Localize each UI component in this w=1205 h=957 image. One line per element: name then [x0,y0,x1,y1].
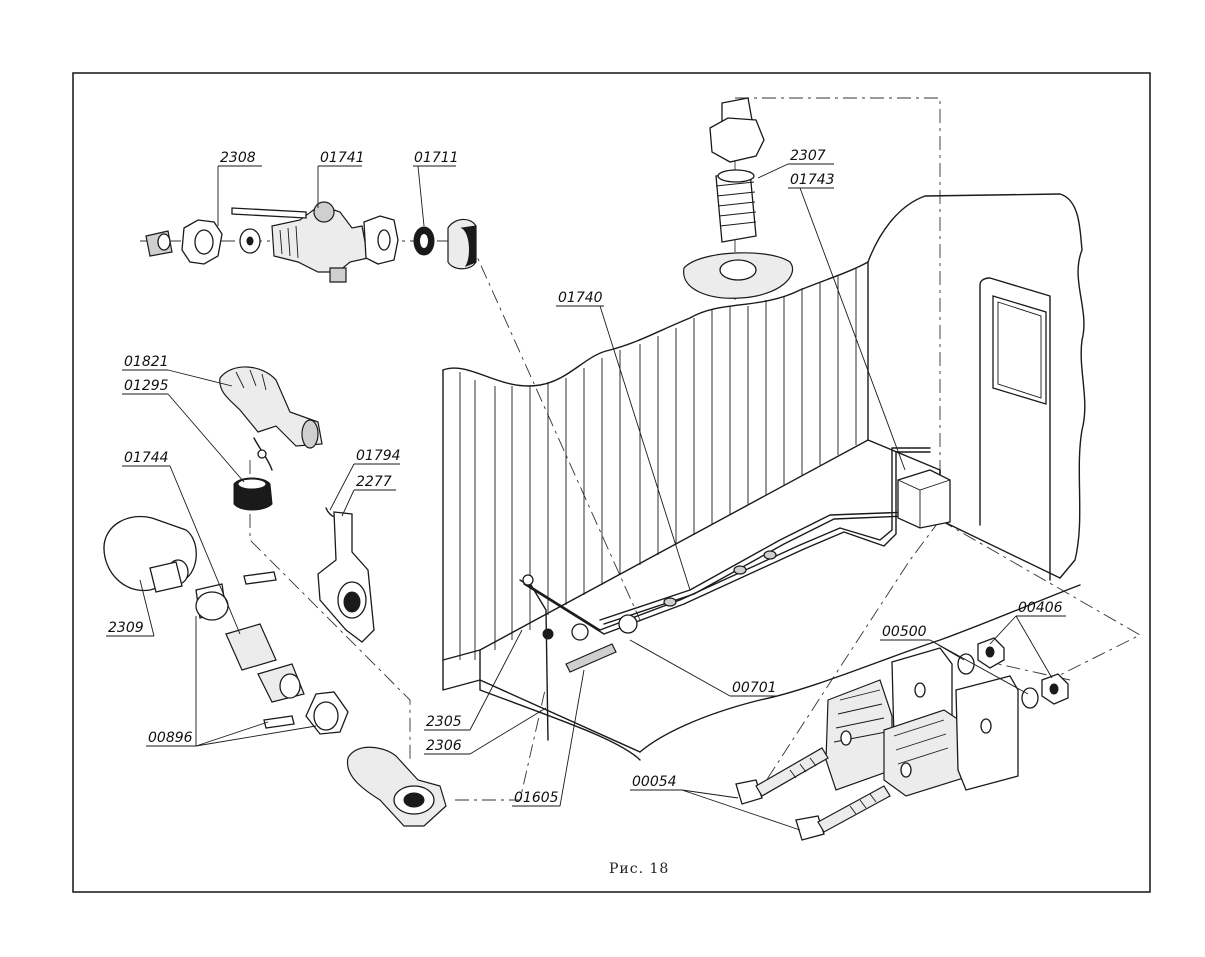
bracket-2277 [317,507,375,643]
cap-01295 [233,477,273,511]
reservoir-2309 [103,515,197,593]
label-00896: 00896 [148,730,193,746]
hose-elbow-lower [346,746,447,827]
clamps-and-sleeves [195,571,349,735]
cab-interior [442,193,1086,761]
label-01744: 01744 [124,450,169,466]
label-2277: 2277 [356,474,392,490]
leader-lines [106,163,1066,831]
label-00701: 00701 [732,680,777,696]
part-labels: 2308 01741 01711 2307 01743 01740 01821 … [108,148,1063,806]
label-2309: 2309 [108,620,144,636]
label-00500: 00500 [882,624,927,640]
label-01711: 01711 [414,150,459,166]
label-01741: 01741 [320,150,365,166]
label-00054: 00054 [632,774,677,790]
filler-fitting-assembly [683,97,794,299]
label-01743: 01743 [790,172,835,188]
label-2306: 2306 [426,738,462,754]
label-2307: 2307 [790,148,826,164]
drawing-frame [72,72,1151,893]
label-01821: 01821 [124,354,169,370]
label-2308: 2308 [220,150,256,166]
label-01295: 01295 [124,378,169,394]
hose-elbow-01821 [219,366,323,471]
bolts-00054 [735,747,891,841]
label-01605: 01605 [514,790,559,806]
label-00406: 00406 [1018,600,1063,616]
clamp-blocks [825,647,1019,797]
label-2305: 2305 [426,714,462,730]
figure-caption: Рис. 18 [609,861,669,877]
label-01740: 01740 [558,290,603,306]
label-01794: 01794 [356,448,401,464]
cock-assembly [145,201,477,283]
